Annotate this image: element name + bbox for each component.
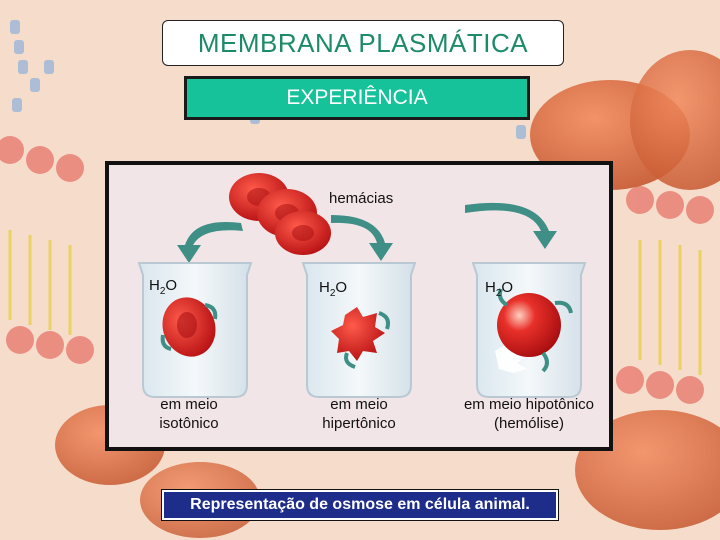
beaker-label-hypotonic: em meio hipotônico (hemólise) xyxy=(463,396,595,432)
page-title: MEMBRANA PLASMÁTICA xyxy=(197,27,529,58)
water-label: H2O xyxy=(319,279,348,299)
rbc-cluster-icon xyxy=(229,173,331,255)
normal-cell-icon xyxy=(160,297,218,357)
experiment-panel: hemácias H2O H2O H2O em meio isotônico e… xyxy=(105,161,613,451)
water-label: H2O xyxy=(485,279,514,299)
caption-box: Representação de osmose em célula animal… xyxy=(161,489,559,521)
title-box: MEMBRANA PLASMÁTICA xyxy=(162,20,564,66)
shrunken-cell-icon xyxy=(331,307,390,369)
caption-text: Representação de osmose em célula animal… xyxy=(190,496,530,513)
swollen-cell-icon xyxy=(495,288,573,373)
arrow-icons xyxy=(177,202,557,263)
beaker-label-hypertonic: em meio hipertônico xyxy=(322,396,396,432)
beaker-label-isotonic: em meio isotônico xyxy=(159,396,219,432)
subtitle-box: EXPERIÊNCIA xyxy=(184,76,530,120)
cells-label: hemácias xyxy=(329,190,394,207)
page-subtitle: EXPERIÊNCIA xyxy=(286,86,428,109)
water-label: H2O xyxy=(149,277,178,297)
experiment-illustration xyxy=(137,173,587,398)
